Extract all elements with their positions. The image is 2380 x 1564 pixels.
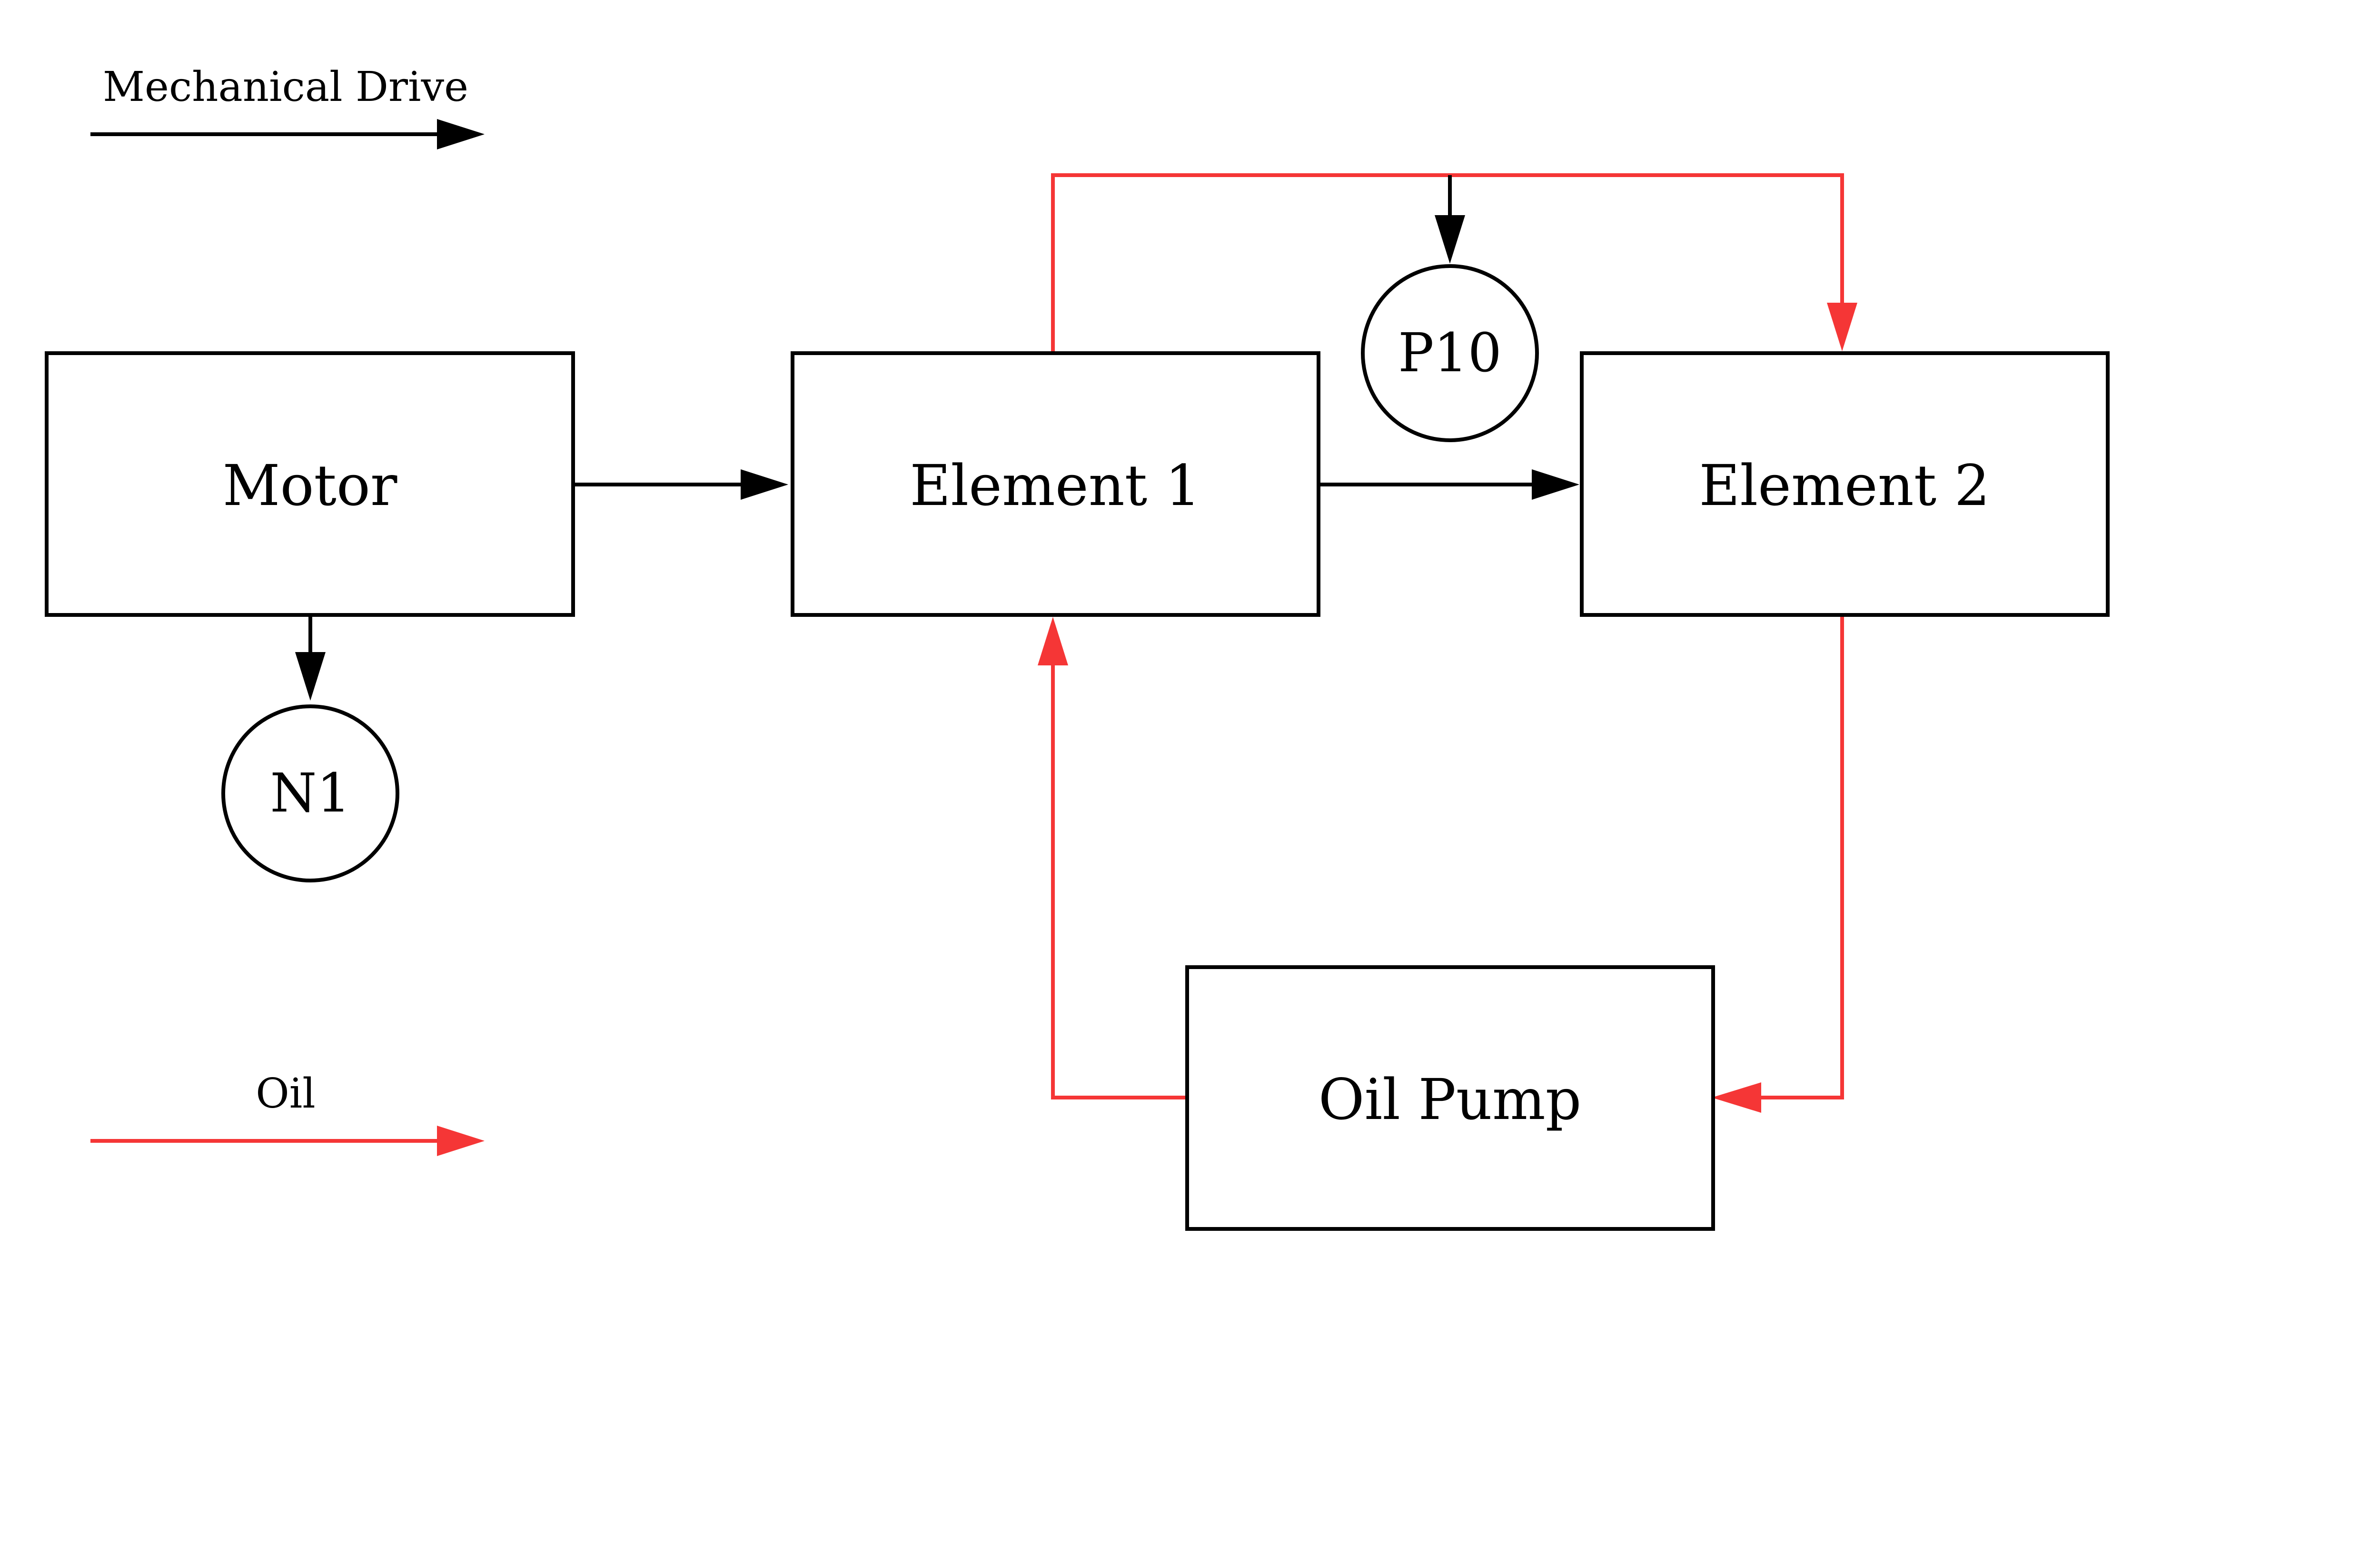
oil-pump-label: Oil Pump	[1319, 1067, 1582, 1132]
n1-label: N1	[270, 762, 350, 824]
oil-line-element2-to-oil-pump	[1761, 615, 1844, 1099]
mech-arrowhead-element2	[1532, 469, 1579, 500]
block-element2: Element 2	[1580, 351, 2110, 617]
oil-line-oil-pump-to-element1	[1051, 665, 1185, 1099]
p10-circle	[1361, 264, 1539, 442]
legend-oil: Oil	[90, 1070, 485, 1156]
block-motor: Motor	[45, 351, 575, 617]
mech-arrowhead-p10	[1435, 215, 1465, 264]
oil-arrowhead-element2	[1827, 303, 1857, 351]
legend-oil-label: Oil	[256, 1070, 316, 1118]
element1-label: Element 1	[910, 453, 1200, 518]
motor-box	[45, 351, 575, 617]
oil-arrowhead-oil-pump	[1712, 1082, 1761, 1113]
oil-connections	[1038, 173, 1857, 1113]
p10-label: P10	[1398, 322, 1502, 384]
motor-label: Motor	[223, 453, 397, 518]
block-element1: Element 1	[791, 351, 1320, 617]
oil-arrowhead-element1	[1038, 617, 1068, 665]
sensor-p10: P10	[1361, 264, 1539, 442]
n1-circle	[221, 704, 399, 882]
mechanical-connections	[295, 175, 1579, 701]
legend-oil-arrowhead	[437, 1126, 485, 1156]
legend-mechanical-arrowhead	[437, 119, 485, 149]
legend-mechanical: Mechanical Drive	[90, 63, 485, 149]
block-oil-pump: Oil Pump	[1185, 965, 1715, 1231]
mech-arrowhead-n1	[295, 652, 326, 701]
mech-arrowhead-element1	[741, 469, 788, 500]
oil-line-element1-to-element2	[1051, 173, 1844, 352]
element1-box	[791, 351, 1320, 617]
element2-box	[1580, 351, 2110, 617]
element2-label: Element 2	[1699, 453, 1990, 518]
oil-pump-box	[1185, 965, 1715, 1231]
sensor-n1: N1	[221, 704, 399, 882]
legend-mechanical-label: Mechanical Drive	[103, 63, 468, 111]
